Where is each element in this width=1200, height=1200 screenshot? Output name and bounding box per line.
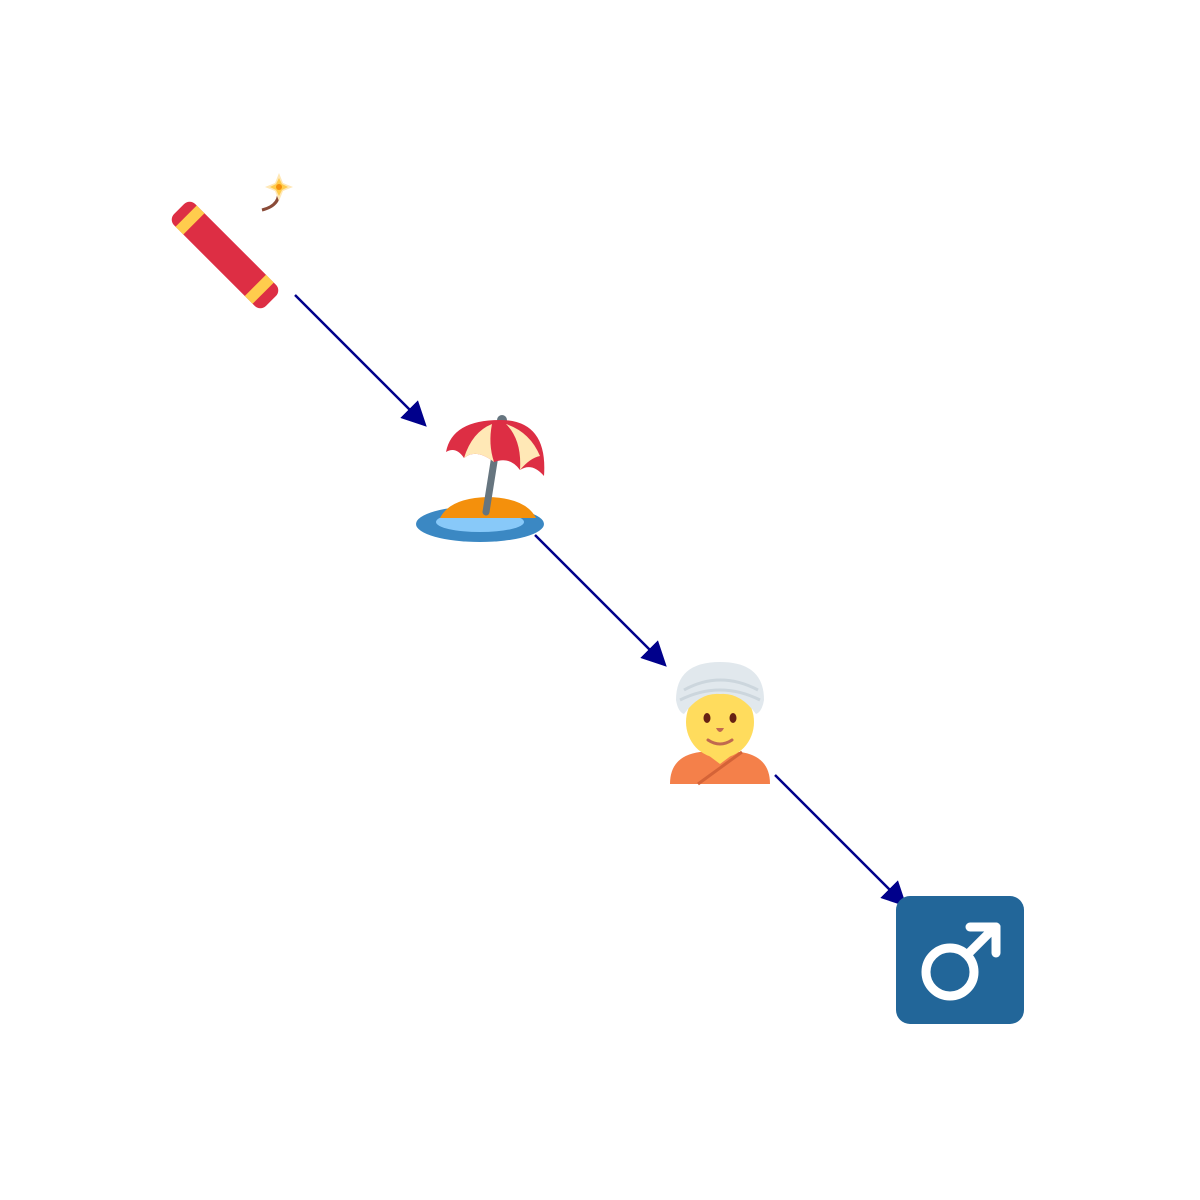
desert-island-icon — [416, 415, 545, 542]
edge-island-to-turban-person — [534, 534, 667, 667]
male-sign-icon — [896, 896, 1024, 1024]
edge-firecracker-to-island — [294, 294, 427, 427]
person-wearing-turban-icon — [670, 662, 770, 786]
edge-turban-person-to-male-sign — [774, 774, 907, 907]
firecracker-icon — [171, 173, 293, 309]
